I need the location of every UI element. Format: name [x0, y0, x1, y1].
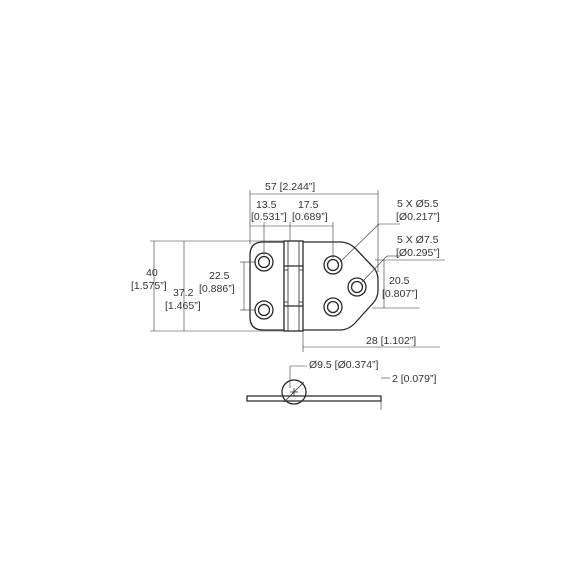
knuckle — [283, 240, 304, 332]
mounting-hole — [323, 255, 343, 275]
leaf-hole-offset-mm-label: 13.5 — [256, 199, 277, 211]
mounting-hole — [254, 252, 274, 272]
dimension-lines — [150, 190, 445, 410]
hole-spacing-h-mm-label: 17.5 — [298, 199, 319, 211]
leaf-hole-offset-in-label: [0.531”] — [251, 211, 287, 223]
inner-height-in-label: [1.465”] — [165, 300, 201, 312]
thickness-label: 2 [0.079”] — [392, 373, 436, 385]
overall-width-label: 57 [2.244”] — [265, 181, 315, 193]
right-hole-offset-mm-label: 20.5 — [389, 275, 410, 287]
right-leaf — [303, 241, 379, 331]
hole-callout-a-line2: [Ø0.217”] — [396, 211, 440, 223]
right-leaf-width-label: 28 [1.102”] — [366, 335, 416, 347]
mounting-hole — [254, 300, 274, 320]
hole-callout-b-line1: 5 X Ø7.5 — [397, 234, 439, 246]
overall-height-mm-label: 40 — [146, 267, 158, 279]
mounting-hole — [347, 277, 367, 297]
hole-callout-b-line2: [Ø0.295”] — [396, 247, 440, 259]
inner-height-mm-label: 37.2 — [173, 287, 194, 299]
overall-height-in-label: [1.575”] — [131, 280, 167, 292]
hole-spacing-h-in-label: [0.689”] — [292, 211, 328, 223]
pin-circle — [281, 379, 307, 405]
dimension-labels: 57 [2.244”] 13.5 [0.531”] 17.5 [0.689”] … — [131, 181, 440, 385]
hole-spacing-v-mm-label: 22.5 — [209, 270, 230, 282]
right-hole-offset-in-label: [0.807”] — [382, 288, 418, 300]
hinge-side-view — [246, 379, 382, 405]
hinge-front-view — [249, 240, 379, 332]
hole-callout-a-line1: 5 X Ø5.5 — [397, 198, 439, 210]
left-leaf — [249, 241, 284, 331]
hole-spacing-v-in-label: [0.886”] — [199, 283, 235, 295]
mounting-hole — [323, 297, 343, 317]
pin-diameter-label: Ø9.5 [Ø0.374”] — [309, 359, 379, 371]
